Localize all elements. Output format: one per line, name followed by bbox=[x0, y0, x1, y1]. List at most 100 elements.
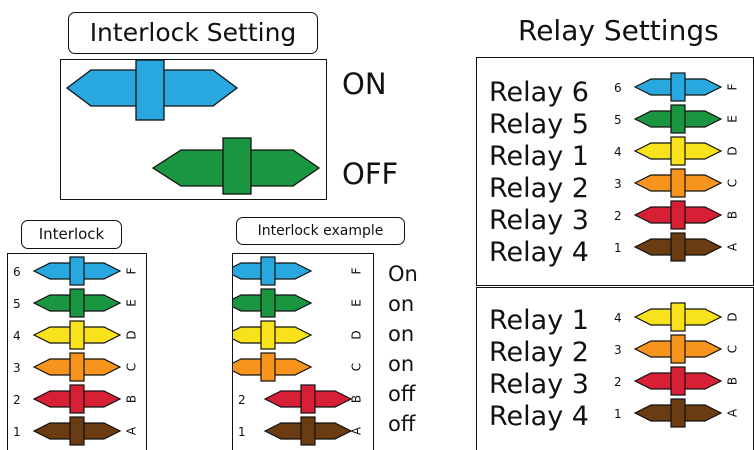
switch-letter: E bbox=[726, 115, 740, 123]
switch-knob bbox=[260, 320, 276, 350]
switch-knob bbox=[670, 104, 686, 134]
switch-state: on bbox=[388, 322, 415, 346]
switch-knob bbox=[670, 200, 686, 230]
switch-letter: A bbox=[726, 408, 740, 417]
switch-knob bbox=[69, 288, 85, 318]
interlock-setting-title: Interlock Setting bbox=[68, 12, 318, 54]
switch-number: 1 bbox=[614, 407, 622, 421]
switch-letter: F bbox=[350, 267, 364, 274]
interlock-example-states: On on on on off off bbox=[388, 259, 418, 439]
relay-settings-title: Relay Settings bbox=[518, 14, 719, 47]
switch-state: off bbox=[388, 382, 416, 406]
switch-letter: A bbox=[125, 426, 139, 435]
interlock-setting-graphic bbox=[65, 60, 321, 195]
switch-knob bbox=[670, 72, 686, 102]
switch-letter: B bbox=[350, 395, 364, 403]
switch-number: 5 bbox=[614, 113, 622, 127]
switch-knob bbox=[69, 320, 85, 350]
relay-label: Relay 6 bbox=[489, 77, 589, 108]
switch-letter: B bbox=[726, 211, 740, 219]
switch-knob bbox=[69, 256, 85, 286]
interlock-setting-frame bbox=[60, 59, 327, 200]
switch-letter: A bbox=[350, 426, 364, 435]
switch-number: 4 bbox=[614, 311, 622, 325]
switch-knob bbox=[670, 302, 686, 332]
switch-state: On bbox=[388, 262, 418, 286]
switch-number: 1 bbox=[614, 241, 622, 255]
relay-label: Relay 3 bbox=[489, 369, 589, 400]
switch-state: off bbox=[388, 412, 416, 436]
switch-number: 2 bbox=[614, 209, 622, 223]
switch-knob bbox=[69, 416, 85, 446]
off-label: OFF bbox=[342, 157, 399, 191]
switch-number: 6 bbox=[13, 265, 21, 279]
switch-off-demo bbox=[151, 137, 321, 195]
switch-letter: F bbox=[726, 83, 740, 90]
relay-label: Relay 5 bbox=[489, 109, 589, 140]
switch-knob bbox=[260, 352, 276, 382]
switch-number: 1 bbox=[238, 425, 246, 439]
switch-knob bbox=[670, 334, 686, 364]
switch-letter: F bbox=[125, 267, 139, 274]
relay-label: Relay 2 bbox=[489, 337, 589, 368]
switch-letter: C bbox=[726, 179, 740, 187]
switch-state: on bbox=[388, 292, 415, 316]
relay-label: Relay 1 bbox=[489, 305, 589, 336]
switch-letter: E bbox=[125, 299, 139, 307]
switch-letter: D bbox=[726, 312, 740, 321]
switch-knob bbox=[69, 352, 85, 382]
dip-switch: 6F bbox=[233, 256, 364, 286]
switch-number: 2 bbox=[614, 375, 622, 389]
switch-letter: C bbox=[350, 363, 364, 371]
dip-switch: 4D bbox=[233, 320, 364, 350]
switch-number: 3 bbox=[13, 361, 21, 375]
relay-label: Relay 1 bbox=[489, 141, 589, 172]
switch-number: 2 bbox=[238, 393, 246, 407]
relay-lower-labels: Relay 1 Relay 2 Relay 3 Relay 4 bbox=[489, 305, 589, 433]
switch-letter: D bbox=[350, 330, 364, 339]
switch-knob bbox=[670, 366, 686, 396]
switch-knob bbox=[670, 232, 686, 262]
switch-number: 5 bbox=[13, 297, 21, 311]
switch-knob bbox=[670, 168, 686, 198]
switch-letter: D bbox=[125, 330, 139, 339]
switch-letter: E bbox=[350, 299, 364, 307]
switch-number: 4 bbox=[13, 329, 21, 343]
switch-letter: A bbox=[726, 242, 740, 251]
switch-number: 1 bbox=[13, 425, 21, 439]
switch-number: 3 bbox=[614, 343, 622, 357]
switch-state: on bbox=[388, 352, 415, 376]
switch-on-demo bbox=[65, 60, 239, 121]
switch-number: 4 bbox=[614, 145, 622, 159]
switch-knob bbox=[260, 288, 276, 318]
relay-upper-labels: Relay 6 Relay 5 Relay 1 Relay 2 Relay 3 … bbox=[489, 77, 589, 269]
switch-letter: B bbox=[726, 377, 740, 385]
switch-letter: B bbox=[125, 395, 139, 403]
switch-letter: C bbox=[125, 363, 139, 371]
relay-label: Relay 4 bbox=[489, 401, 589, 432]
switch-knob bbox=[670, 398, 686, 428]
dip-switch: 3C bbox=[233, 352, 364, 382]
switch-letter: C bbox=[726, 345, 740, 353]
relay-label: Relay 2 bbox=[489, 173, 589, 204]
